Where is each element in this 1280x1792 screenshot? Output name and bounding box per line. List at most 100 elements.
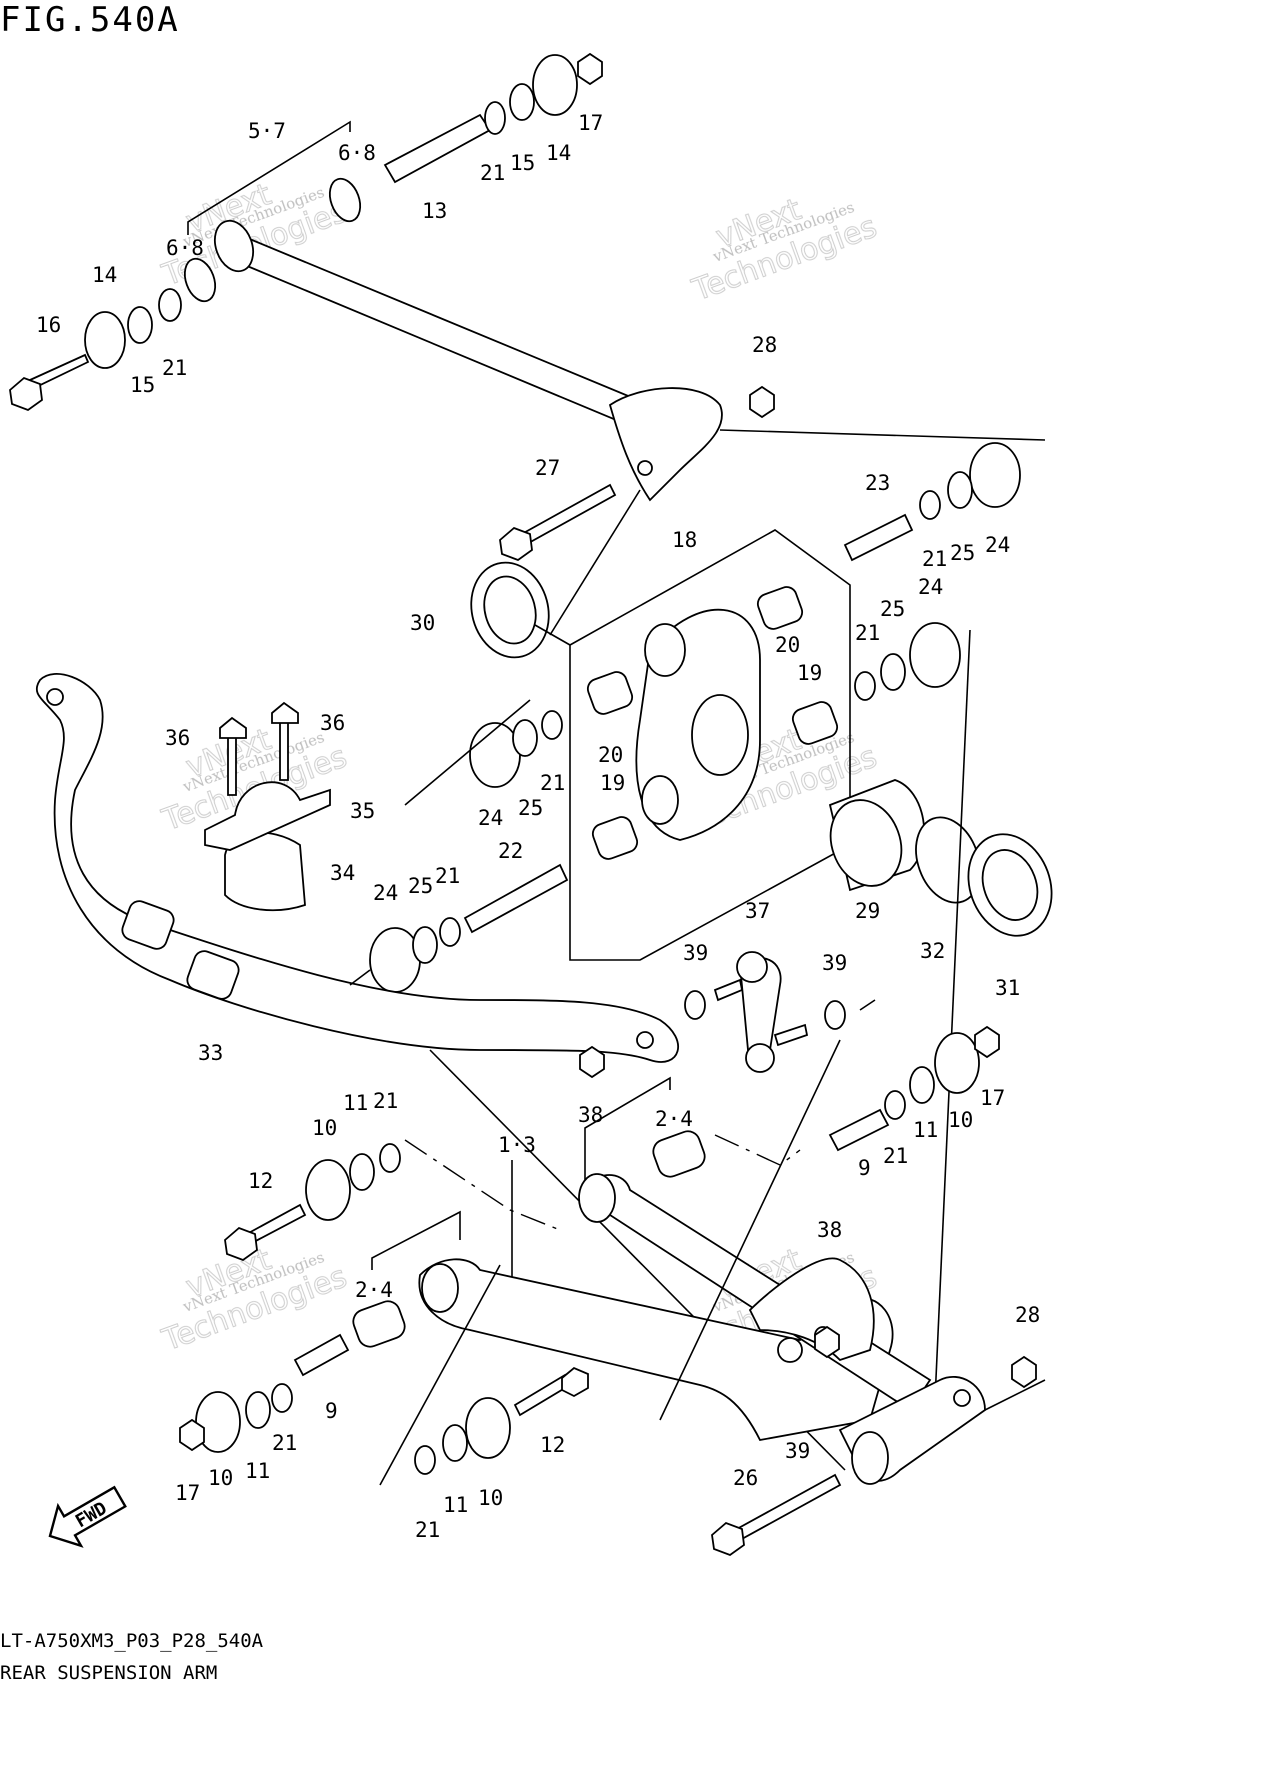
lower-arm-clevis-eye (851, 1431, 889, 1485)
upper-arm-tube (226, 233, 652, 432)
knuckle-18-bore (691, 694, 749, 776)
lower-arm-knuckle-bracket (748, 1257, 875, 1362)
stabilizer-link-ball-top (736, 951, 768, 983)
nut-38-mid (579, 1045, 605, 1079)
callout-label: 35 (350, 799, 375, 823)
oil-seal-21-ul (379, 1143, 401, 1173)
washer-25-lower (412, 926, 438, 964)
callout-label: 21 (540, 771, 565, 795)
callout-label: 21 (373, 1089, 398, 1113)
bushing-2-4-top (652, 1130, 706, 1178)
bolt-27-shank (518, 483, 617, 547)
stabilizer-bar-33 (35, 673, 679, 1063)
knuckle-assembly (369, 442, 1053, 1401)
upper-arm-bracket-hole (637, 460, 653, 476)
callout-label: 21 (435, 864, 460, 888)
callout-label: 11 (343, 1091, 368, 1115)
callout-label: 18 (672, 528, 697, 552)
washer-15-left (127, 306, 153, 344)
nut-38-lower (814, 1325, 840, 1359)
bearing-29-face (829, 799, 903, 887)
washer-11-lr (909, 1066, 935, 1104)
callout-label: 12 (248, 1169, 273, 1193)
washer-25-right (880, 653, 906, 691)
callout-label: 21 (415, 1518, 440, 1542)
guide-line-right-long (934, 629, 971, 1401)
stabilizer-bracket-35 (204, 781, 331, 851)
callout-label: 21 (922, 547, 947, 571)
bolt-12-upper-head (224, 1226, 258, 1262)
oil-seal-21-left2 (541, 710, 563, 740)
washer-11-ul (349, 1153, 375, 1191)
callout-label: 11 (245, 1459, 270, 1483)
upper-arm-tube-end (213, 219, 255, 273)
washer-25-upper (947, 471, 973, 509)
callout-label: 39 (822, 951, 847, 975)
callout-label: 21 (272, 1431, 297, 1455)
callout-label: 37 (745, 899, 770, 923)
nut-17-ll (179, 1418, 205, 1452)
callout-label: 14 (546, 141, 571, 165)
callout-label: 39 (683, 941, 708, 965)
lower-arm-pivot-left (421, 1263, 459, 1313)
callout-label: 10 (478, 1486, 503, 1510)
bolt-36-left-head (219, 716, 247, 739)
lower-arm-bracket-hole (777, 1337, 803, 1363)
bushing-20-left (586, 671, 634, 715)
diagram-name: REAR SUSPENSION ARM (0, 1662, 218, 1684)
washer-11-ll (245, 1391, 271, 1429)
callout-label: 21 (162, 356, 187, 380)
callout-label: 34 (330, 861, 355, 885)
figure-title: FIG.540A (0, 0, 180, 40)
callout-label: 28 (1015, 1303, 1040, 1327)
oil-seal-21-right (854, 671, 876, 701)
stabilizer-sleeve-2 (186, 950, 240, 1000)
callout-label: 33 (198, 1041, 223, 1065)
callout-labels: 5·7 6·8 13 21 15 14 17 6·8 14 16 15 21 2… (36, 111, 1040, 1542)
oil-seal-30-inner (483, 575, 537, 645)
callout-label: 10 (948, 1108, 973, 1132)
callout-label: 17 (578, 111, 603, 135)
oil-seal-21-top (484, 101, 506, 135)
oil-seal-21-lower (439, 917, 461, 947)
callout-label: 29 (855, 899, 880, 923)
bushing-19-right (791, 701, 839, 745)
oil-seal-21-ll (271, 1383, 293, 1413)
washer-24-lower (369, 927, 421, 993)
callout-label: 9 (858, 1156, 871, 1180)
callout-label: 9 (325, 1399, 338, 1423)
washer-25-left (512, 719, 538, 757)
callout-label: 28 (752, 333, 777, 357)
knuckle-boss-lower (641, 775, 679, 825)
callout-label: 17 (980, 1086, 1005, 1110)
callout-label: 19 (797, 661, 822, 685)
bushing-20-right (756, 586, 804, 630)
guide-line-lower-left (379, 1264, 501, 1486)
washer-39-left (684, 990, 706, 1020)
callout-label: 11 (913, 1118, 938, 1142)
washer-14-top (532, 54, 578, 116)
stabilizer-bar-hole-top (46, 688, 64, 706)
bolt-16-head (9, 376, 43, 412)
callout-label: 36 (320, 711, 345, 735)
bushing-upper-2 (183, 257, 217, 303)
watermark-5: vNext Technologies vNext Technologies (157, 1242, 352, 1359)
washer-24-right (909, 622, 961, 688)
callout-label: 1·3 (498, 1133, 536, 1157)
guide-line-lower-mid (659, 1039, 841, 1421)
guide-line-stab-a (349, 969, 371, 986)
model-code: LT-A750XM3_P03_P28_540A (0, 1630, 264, 1652)
callout-bracket-2-4-top (584, 1076, 671, 1200)
callout-label: 20 (598, 743, 623, 767)
guide-line-top-right (719, 429, 1046, 441)
stabilizer-link-ball-bottom (745, 1043, 775, 1073)
knuckle-boss-upper (644, 623, 686, 677)
stabilizer-link-stud-top (713, 978, 744, 1002)
washer-10-lr (934, 1032, 980, 1094)
nut-17-top (577, 52, 603, 86)
callout-label: 25 (950, 541, 975, 565)
pipe-13 (383, 113, 492, 184)
callout-label: 11 (443, 1493, 468, 1517)
